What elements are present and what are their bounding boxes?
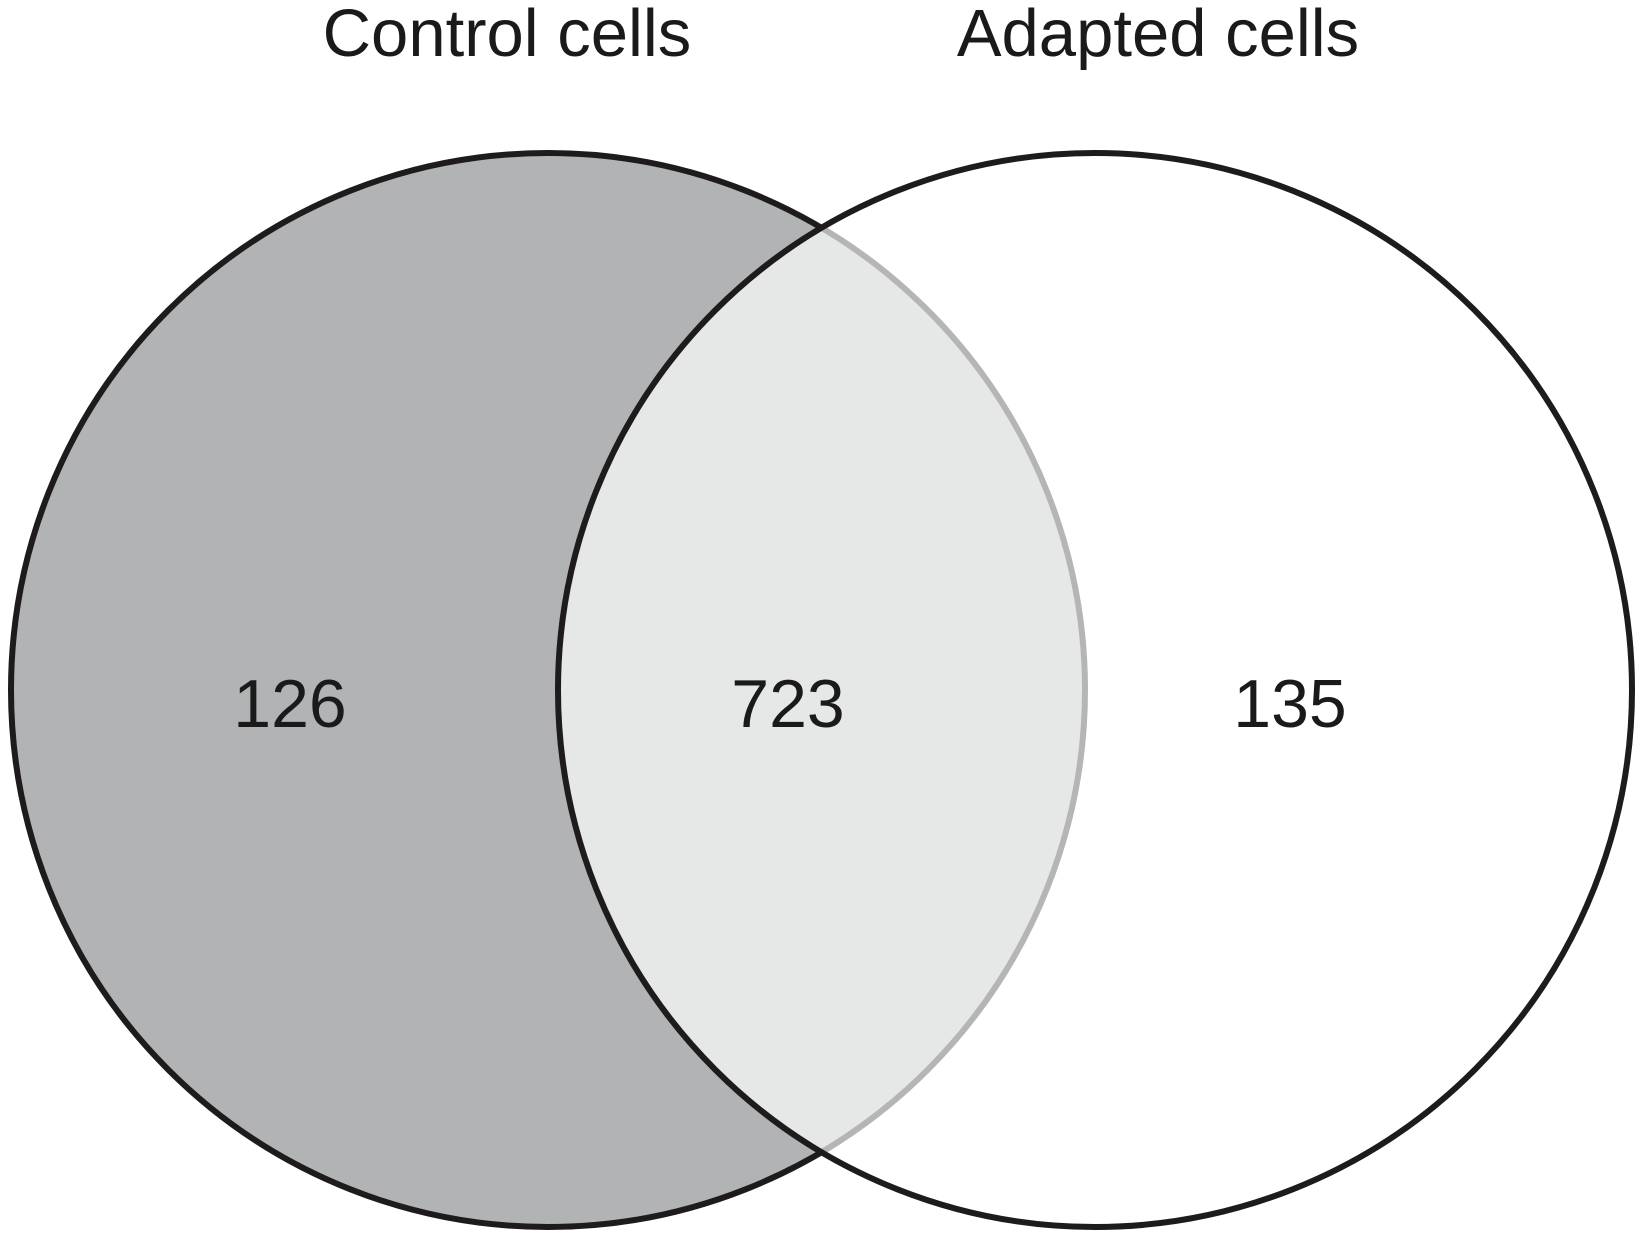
control-cells-title: Control cells [323, 0, 692, 71]
control-only-count: 126 [233, 666, 346, 742]
adapted-cells-circle [555, 150, 1635, 1230]
adapted-only-count: 135 [1233, 666, 1346, 742]
overlap-count: 723 [731, 666, 844, 742]
adapted-cells-title: Adapted cells [957, 0, 1359, 71]
